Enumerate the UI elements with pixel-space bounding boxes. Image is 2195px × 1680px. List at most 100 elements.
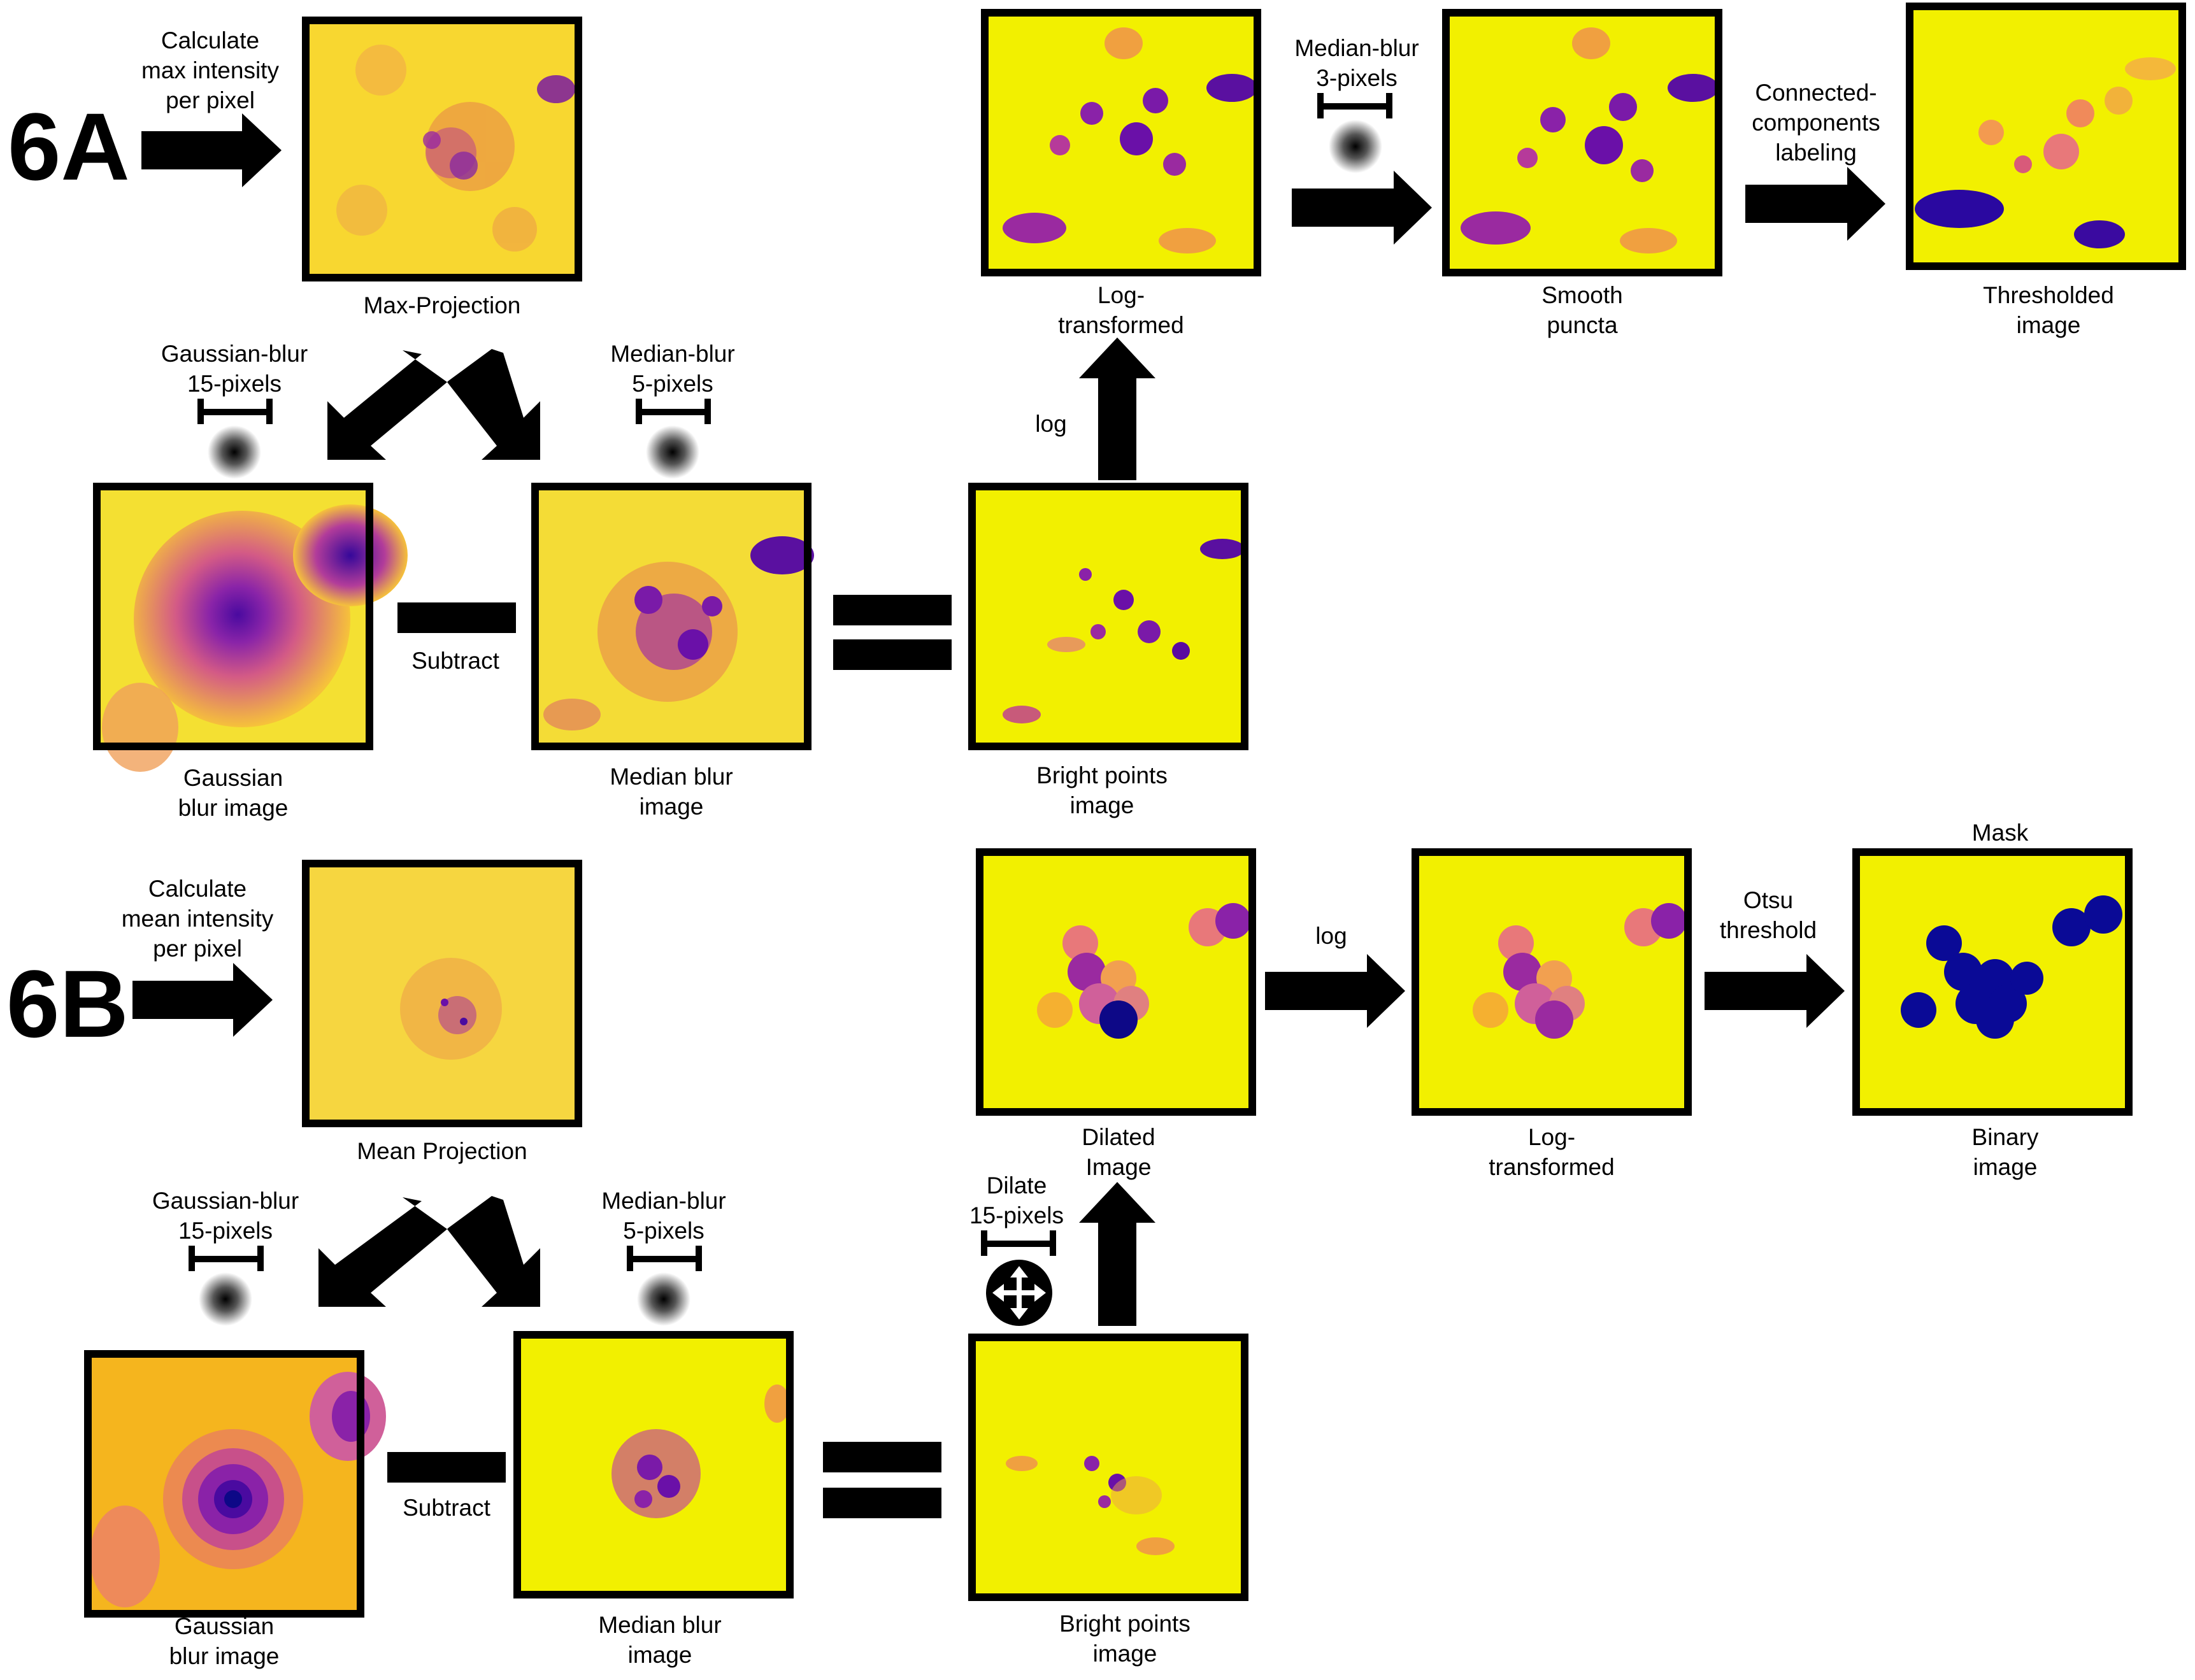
step-line: max intensity (141, 57, 279, 83)
max-projection-caption: Max-Projection (364, 292, 521, 318)
scale-bar-icon (627, 1246, 702, 1271)
ccl-step-label: Connected- components labeling (1724, 78, 1908, 167)
thresholded-image (1906, 3, 2186, 270)
mask-title: Mask (1911, 818, 2089, 848)
param-line: Median-blur (610, 341, 735, 367)
log-transformed-image-b (1412, 848, 1692, 1116)
step-line: Calculate (148, 876, 247, 902)
thresholded-caption: Thresholded image (1959, 280, 2138, 340)
arrow-down-left-icon (318, 1197, 447, 1307)
step-line: Connected- (1755, 80, 1877, 106)
mean-projection-caption: Mean Projection (315, 1136, 569, 1166)
caption-line: blur image (169, 1643, 280, 1669)
caption-line: Image (1085, 1154, 1152, 1180)
arrow-down-right-icon (447, 349, 540, 460)
caption-line: image (1092, 1641, 1157, 1667)
dilate-param: Dilate 15-pixels (927, 1171, 1106, 1230)
mean-intensity-step-label: Calculate mean intensity per pixel (102, 874, 293, 964)
bright-points-caption-b: Bright points image (1036, 1609, 1214, 1669)
param-line: 5-pixels (623, 1218, 704, 1244)
caption-line: blur image (178, 795, 289, 821)
step-line: components (1752, 110, 1880, 136)
step-line: labeling (1775, 139, 1857, 166)
equals-sign-bottom (823, 1488, 941, 1518)
caption-line: Subtract (403, 1495, 490, 1521)
arrow-right-icon (1292, 171, 1432, 245)
minus-sign (387, 1452, 506, 1483)
panel-b-label: 6B (6, 950, 129, 1057)
step-line: per pixel (153, 936, 242, 962)
scale-bar-icon (1317, 93, 1392, 118)
arrow-up-icon (1079, 1182, 1155, 1326)
blur-kernel-icon (646, 425, 699, 479)
blur-kernel-icon (1329, 120, 1382, 173)
caption-line: Gaussian (174, 1613, 275, 1639)
blur-kernel-icon (199, 1272, 252, 1326)
arrow-up-icon (1079, 338, 1155, 480)
median-blur-param-a: Median-blur 5-pixels (583, 339, 762, 399)
arrow-right-icon (141, 113, 282, 187)
median-blur-image-a (531, 483, 814, 750)
equals-sign-bottom (833, 639, 952, 670)
step-line: Otsu (1743, 887, 1794, 913)
dilated-image (976, 848, 1256, 1116)
param-line: 15-pixels (178, 1218, 273, 1244)
step-line: threshold (1719, 917, 1817, 943)
step-line: mean intensity (121, 906, 274, 932)
caption-line: transformed (1489, 1154, 1615, 1180)
blur-kernel-icon (208, 425, 261, 479)
arrow-right-icon (1265, 954, 1405, 1028)
gaussian-blur-param-b: Gaussian-blur 15-pixels (136, 1186, 315, 1246)
param-line: 15-pixels (969, 1202, 1064, 1228)
caption-line: Thresholded (1983, 282, 2114, 308)
caption-line: image (1973, 1154, 2038, 1180)
median-blur-param-b: Median-blur 5-pixels (575, 1186, 753, 1246)
otsu-step-label: Otsu threshold (1679, 885, 1857, 945)
log-step-label-b: log (1293, 921, 1369, 951)
log-transformed-image-a (981, 9, 1261, 276)
arrow-down-right-icon (447, 1196, 540, 1307)
caption-line: log (1035, 411, 1067, 437)
scale-bar-icon (189, 1246, 264, 1271)
binary-caption: Binary image (1916, 1122, 2094, 1182)
caption-line: Binary (1971, 1124, 2039, 1150)
caption-line: image (2016, 312, 2081, 338)
log-transformed-caption-b: Log- transformed (1462, 1122, 1641, 1182)
gaussian-blur-image-b (84, 1350, 386, 1618)
param-line: Dilate (986, 1172, 1047, 1199)
caption-line: Median blur (610, 764, 733, 790)
caption-line: image (639, 794, 704, 820)
scale-bar-icon (636, 399, 711, 424)
caption-line: transformed (1058, 312, 1184, 338)
arrow-right-icon (1745, 167, 1885, 241)
blur-kernel-icon (637, 1272, 690, 1326)
scale-bar-icon (981, 1230, 1056, 1256)
scale-bar-icon (197, 399, 273, 424)
param-line: 3-pixels (1316, 65, 1398, 91)
caption-line: puncta (1547, 312, 1618, 338)
subtract-label-b: Subtract (373, 1493, 520, 1523)
median-blur-caption-a: Median blur image (582, 762, 761, 822)
bright-points-image-a (968, 483, 1248, 750)
median-blur-param-a3: Median-blur 3-pixels (1268, 33, 1446, 93)
caption-line: log (1315, 923, 1347, 949)
panel-a-label: 6A (8, 93, 130, 200)
equals-sign-top (833, 595, 952, 625)
gaussian-blur-image-a (93, 483, 408, 772)
mean-projection-image (302, 860, 582, 1127)
param-line: Gaussian-blur (161, 341, 308, 367)
param-line: Median-blur (601, 1188, 726, 1214)
caption-line: Log- (1527, 1124, 1576, 1150)
median-blur-caption-b: Median blur image (571, 1610, 749, 1670)
caption-line: Bright points (1059, 1611, 1190, 1637)
step-line: per pixel (166, 87, 255, 113)
caption-line: Bright points (1036, 762, 1168, 788)
log-transformed-caption-a: Log- transformed (1032, 280, 1210, 340)
caption-line: image (1069, 792, 1134, 818)
caption-line: Log- (1097, 282, 1145, 308)
bright-points-caption-a: Bright points image (1013, 760, 1191, 820)
caption-line: Mean Projection (357, 1138, 527, 1164)
binary-mask-image (1852, 848, 2133, 1116)
smooth-puncta-caption: Smooth puncta (1493, 280, 1671, 340)
